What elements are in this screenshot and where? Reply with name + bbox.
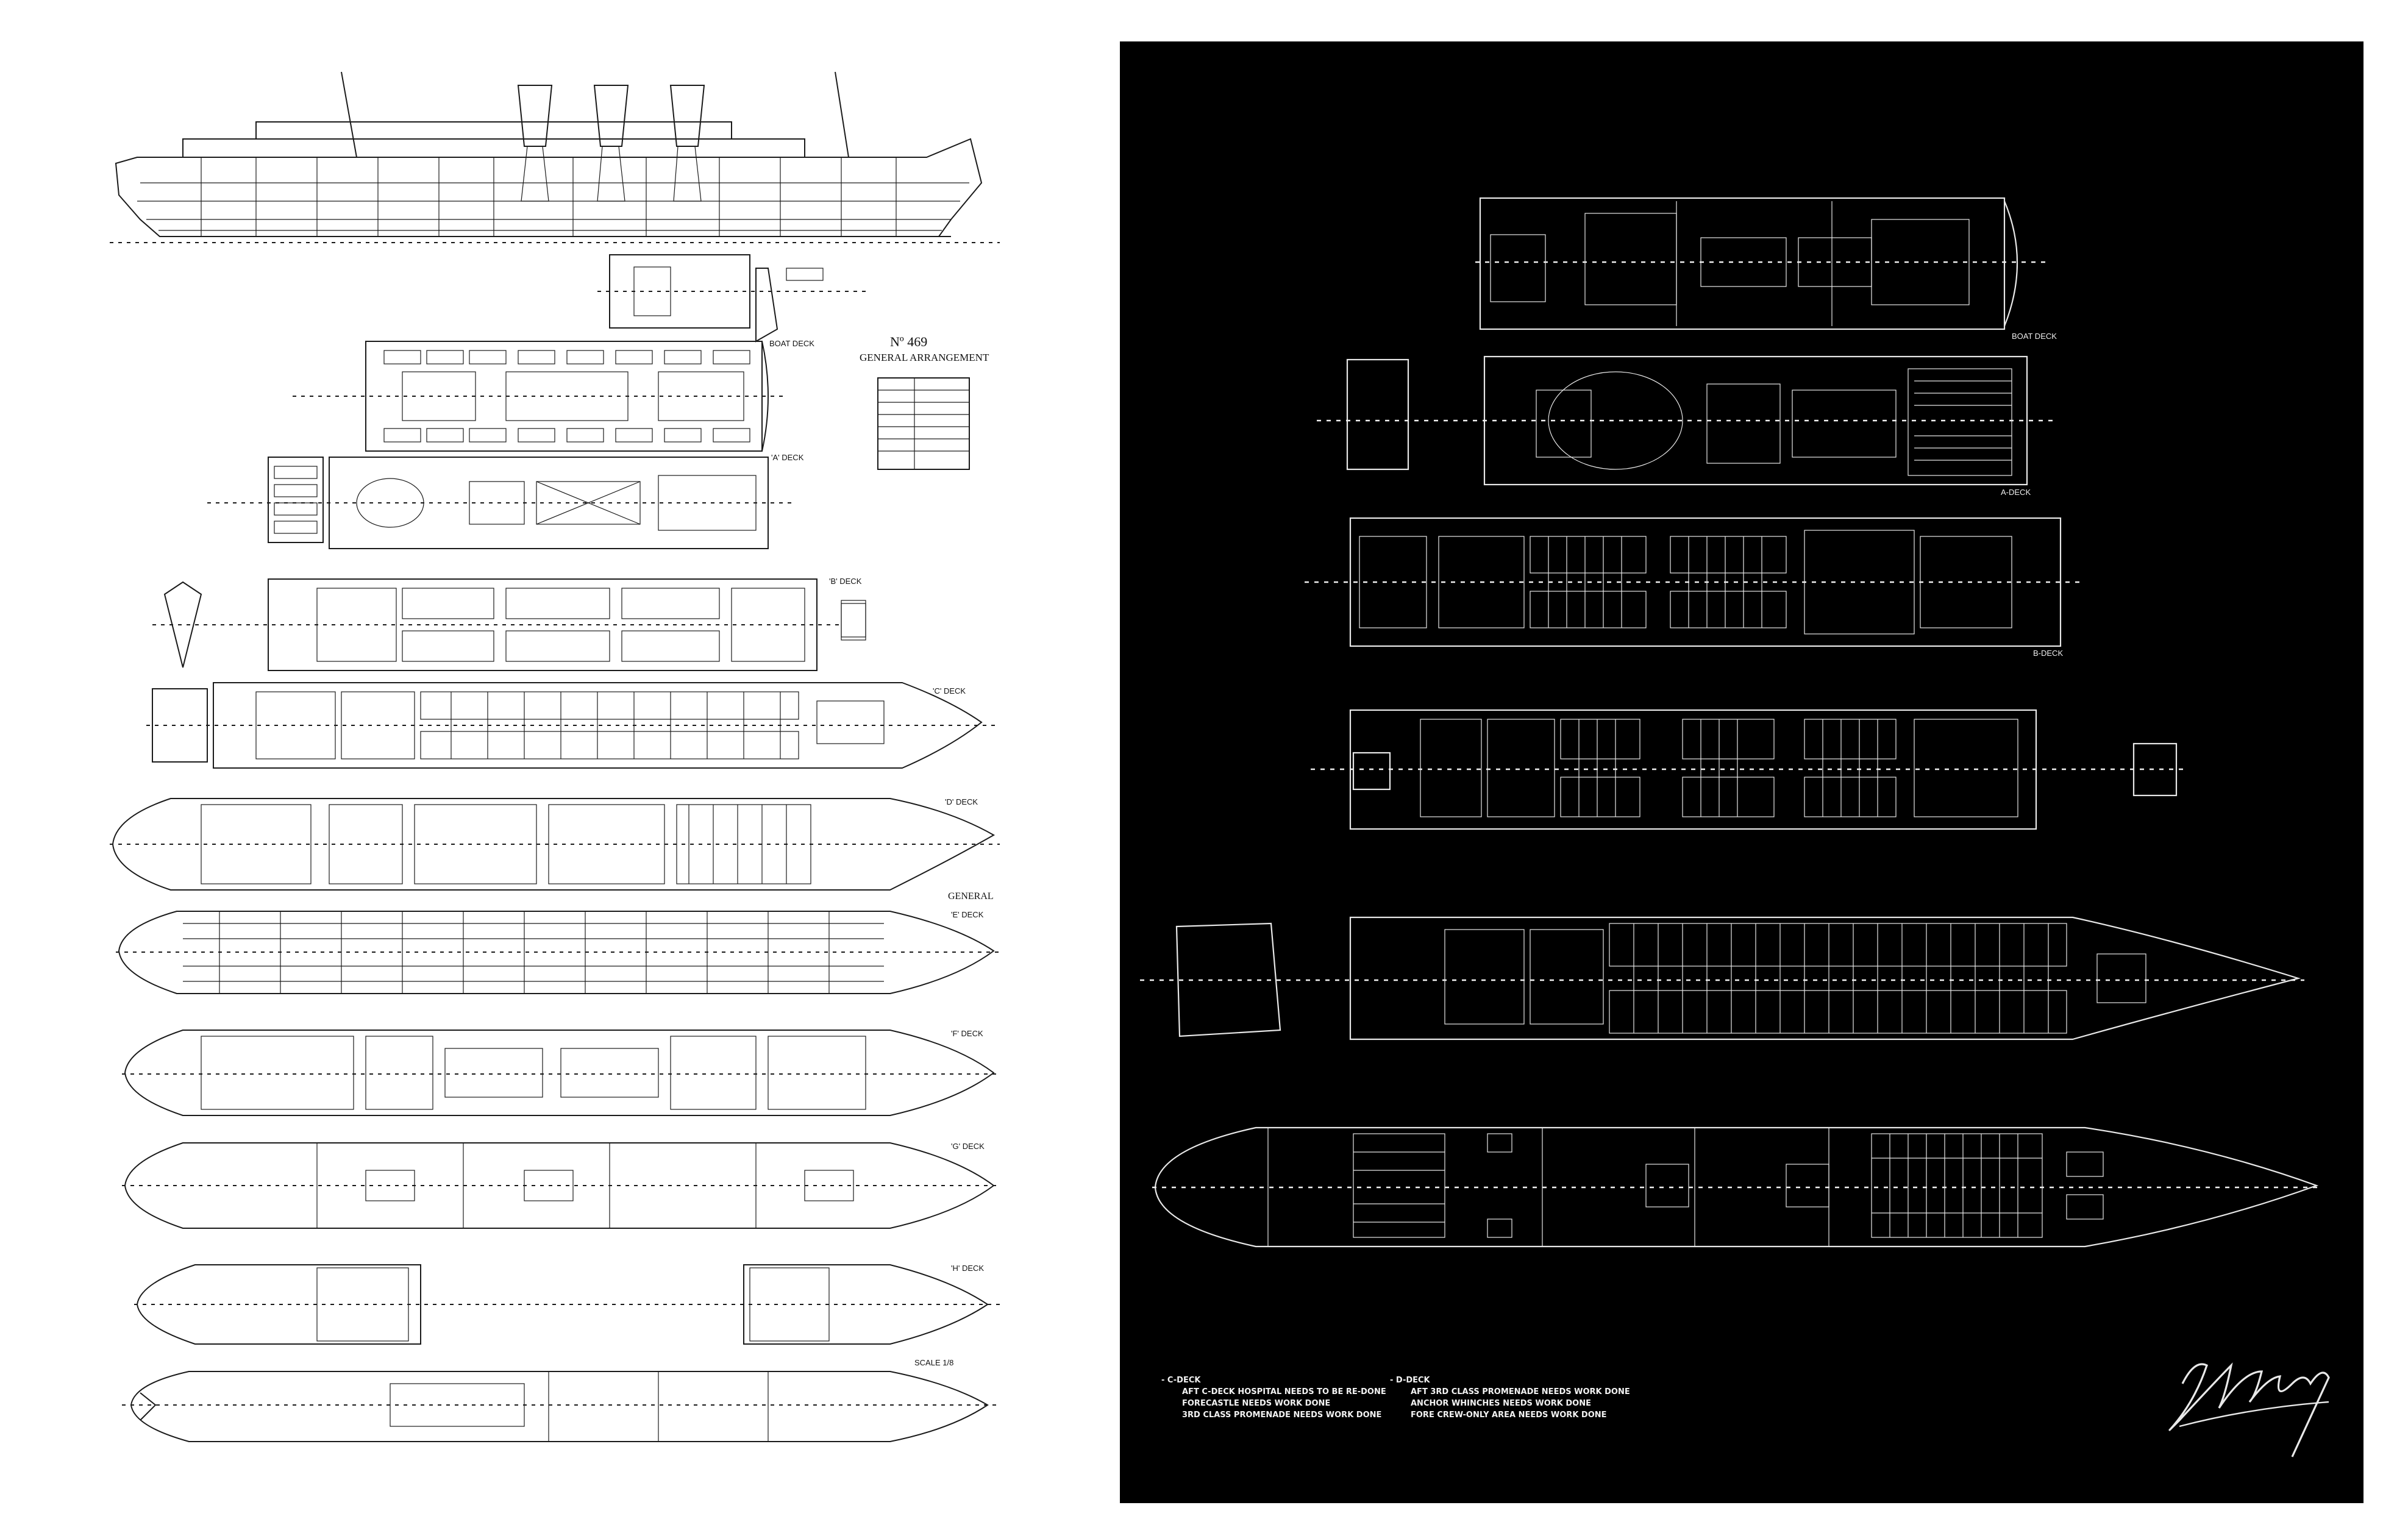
white-deck-label-b: B-DECK [2033, 649, 2063, 658]
deck-label-d: 'D' DECK [945, 797, 978, 806]
b-deck-plan [152, 578, 866, 671]
deck-label-e: 'E' DECK [951, 910, 984, 919]
deck-label-h: 'H' DECK [951, 1264, 984, 1273]
deck-label-boat: BOAT DECK [769, 339, 814, 348]
boat-deck-plan [293, 341, 786, 452]
margin-mark: GENERAL [948, 891, 994, 902]
signature-mark [2168, 1362, 2330, 1457]
white-e-deck [1152, 1126, 2323, 1248]
notes-d-deck-item: AFT 3RD CLASS PROMENADE NEEDS WORK DONE [1411, 1387, 1630, 1396]
white-boat-deck [1475, 197, 2045, 330]
notes-c-deck-item: AFT C-DECK HOSPITAL NEEDS TO BE RE-DONE [1182, 1387, 1386, 1396]
orlop-deck-plan [122, 1371, 1000, 1442]
notes-d-deck-item: ANCHOR WHINCHES NEEDS WORK DONE [1411, 1399, 1591, 1408]
deck-label-g: 'G' DECK [951, 1142, 985, 1151]
left-deck-labels: BOAT DECK 'A' DECK 'B' DECK 'C' DECK 'D'… [769, 339, 994, 1367]
white-d-deck [1140, 916, 2304, 1040]
f-deck-plan [122, 1030, 1000, 1116]
deck-label-b: 'B' DECK [829, 577, 862, 586]
white-a-deck [1317, 355, 2054, 486]
d-deck-plan [110, 798, 1000, 891]
notes-c-deck-title: - C-DECK [1161, 1376, 1201, 1385]
white-deck-label-boat: BOAT DECK [2012, 332, 2057, 341]
notes-d-deck-title: - D-DECK [1390, 1376, 1430, 1385]
plate-title: GENERAL ARRANGEMENT [860, 352, 989, 363]
side-elevation-profile [110, 71, 1000, 243]
notes-d-deck: - D-DECK AFT 3RD CLASS PROMENADE NEEDS W… [1390, 1375, 1630, 1421]
navigating-bridge-plan [597, 254, 866, 343]
right-deck-labels: BOAT DECK A-DECK B-DECK [2001, 332, 2063, 658]
notes-c-deck-item: FORECASTLE NEEDS WORK DONE [1182, 1399, 1331, 1408]
notes-d-deck-item: FORE CREW-ONLY AREA NEEDS WORK DONE [1411, 1410, 1607, 1420]
notes-c-deck: - C-DECK AFT C-DECK HOSPITAL NEEDS TO BE… [1161, 1375, 1386, 1421]
deck-label-a: 'A' DECK [771, 453, 804, 462]
plate-title-block: Nº 469 GENERAL ARRANGEMENT [841, 334, 989, 641]
scale-stamp: SCALE 1/8 [914, 1358, 953, 1367]
deck-label-c: 'C' DECK [933, 686, 966, 695]
c-deck-plan [146, 682, 1000, 769]
notes-c-deck-item: 3RD CLASS PROMENADE NEEDS WORK DONE [1182, 1410, 1382, 1420]
g-deck-plan [122, 1142, 1000, 1229]
a-deck-plan [207, 457, 793, 549]
white-c-deck [1311, 709, 2189, 830]
white-b-deck [1305, 517, 2085, 647]
deck-label-f: 'F' DECK [951, 1029, 983, 1038]
h-deck-plan [134, 1264, 1000, 1345]
white-deck-label-a: A-DECK [2001, 488, 2031, 497]
e-deck-plan [116, 911, 1000, 994]
right-blueprint-sheet [1120, 41, 2363, 1503]
plate-number: Nº 469 [890, 334, 927, 349]
